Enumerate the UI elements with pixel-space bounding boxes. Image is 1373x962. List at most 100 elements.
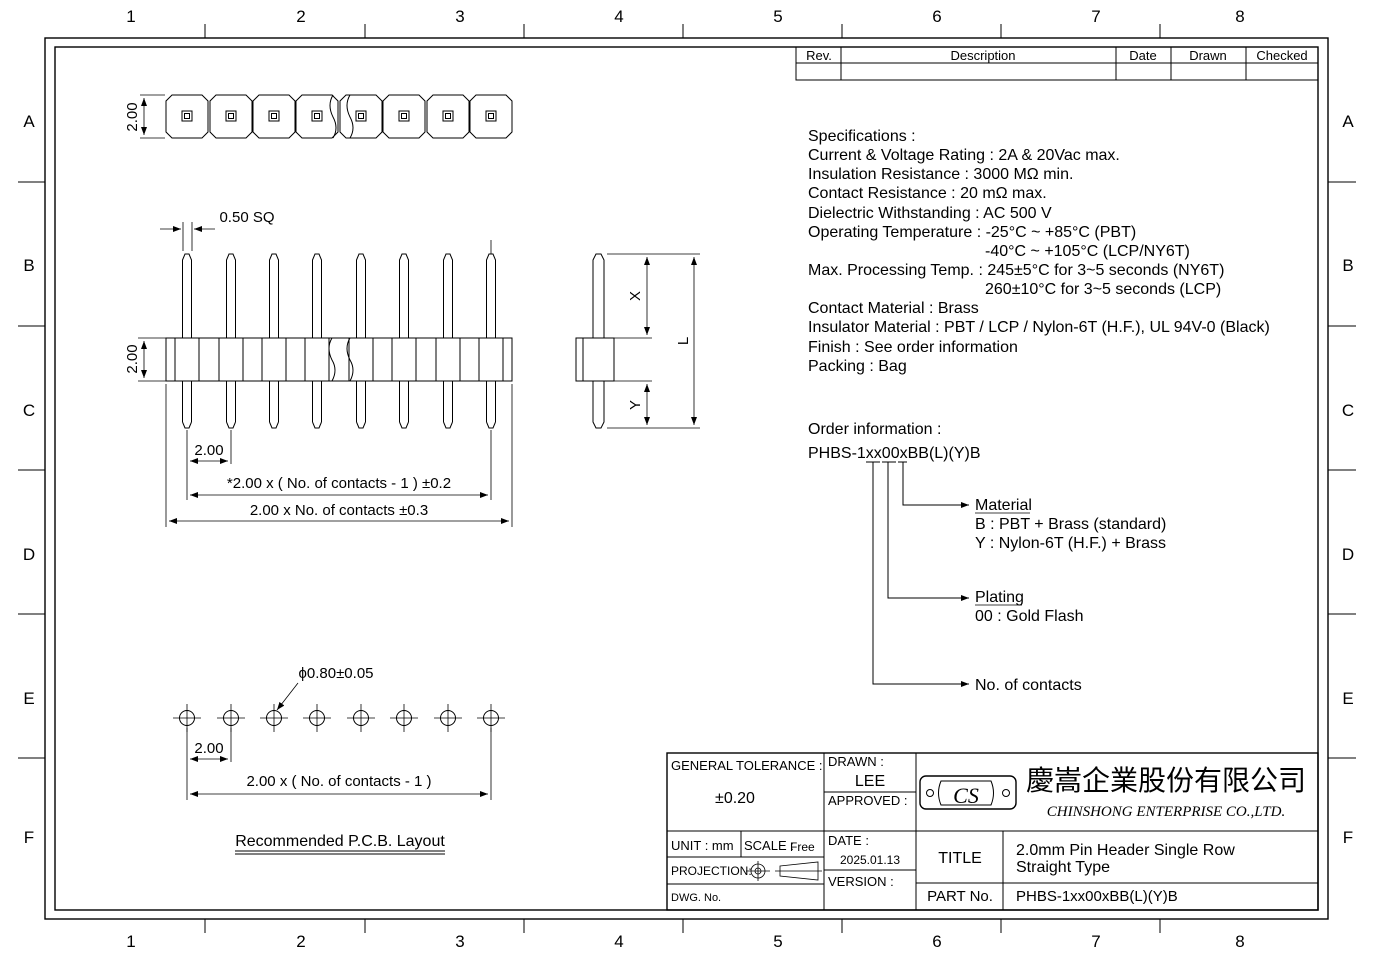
rev-header: Rev. [806,48,832,63]
plating-00: 00 : Gold Flash [975,608,1084,625]
zone-col-5: 5 [773,7,782,26]
drawn-value: LEE [855,773,885,790]
contacts-label: No. of contacts [975,677,1082,694]
side-view: X Y L [575,253,700,429]
zone-row-f-right: F [1343,828,1353,847]
front-pin [174,253,200,429]
top-view-cell [426,94,470,139]
top-view-cell [295,94,339,139]
zone-col-1-bottom: 1 [126,932,135,951]
pcb-hole [390,704,418,732]
material-b: B : PBT + Brass (standard) [975,516,1166,533]
zone-row-d-right: D [1342,545,1354,564]
general-tolerance-label: GENERAL TOLERANCE : [671,758,822,773]
version-label: VERSION : [828,874,894,889]
zone-row-d: D [23,545,35,564]
pcb-hole [477,704,505,732]
description-header: Description [950,48,1015,63]
front-pin [478,253,504,429]
spec-line: Current & Voltage Rating : 2A & 20Vac ma… [808,147,1120,164]
top-view-cell [209,94,253,139]
pcb-pitch-dim: 2.00 [194,740,223,757]
pcb-hole [260,704,288,732]
pcb-span-dim: 2.00 x ( No. of contacts - 1 ) [246,773,431,790]
spec-line: Insulator Material : PBT / LCP / Nylon-6… [808,319,1270,336]
drawn-header: Drawn [1189,48,1227,63]
front-pin [391,253,417,429]
top-view-cell [469,94,513,139]
spec-line: Finish : See order information [808,339,1018,356]
projection-label: PROJECTION: [671,864,752,878]
title-block: GENERAL TOLERANCE : ±0.20 DRAWN : LEE AP… [666,752,1319,911]
zone-col-8-bottom: 8 [1235,932,1244,951]
side-y-dim: Y [627,400,644,410]
part-no-value: PHBS-1xx00xBB(L)(Y)B [1016,888,1178,905]
pcb-hole [303,704,331,732]
front-pin [304,253,330,429]
dwg-label: DWG. No. [671,892,721,904]
spec-line: 260±10°C for 3~5 seconds (LCP) [985,281,1221,298]
zone-col-3-bottom: 3 [455,932,464,951]
side-l-dim: L [675,337,692,345]
front-pin [435,253,461,429]
order-information: Order information : PHBS-1xx00xBB(L)(Y)B… [808,421,1166,694]
zone-col-6-bottom: 6 [932,932,941,951]
zone-row-c: C [23,401,35,420]
pcb-layout: ϕ0.80±0.05 2.00 2.00 x ( No. of contacts… [173,665,505,855]
zone-col-2-bottom: 2 [296,932,305,951]
top-view-height-dim: 2.00 [124,102,141,131]
zone-col-4: 4 [614,7,623,26]
top-view: 2.00 [124,94,513,139]
zone-col-4-bottom: 4 [614,932,623,951]
unit-label: UNIT : mm [671,838,734,853]
zone-col-2: 2 [296,7,305,26]
front-pin [348,253,374,429]
general-tolerance-value: ±0.20 [715,790,755,807]
logo-text: CS [953,783,979,808]
front-pin [218,253,244,429]
company-name-chinese: 慶嵩企業股份有限公司 [1026,764,1306,797]
material-y: Y : Nylon-6T (H.F.) + Brass [975,535,1166,552]
checked-header: Checked [1256,48,1307,63]
hole-diameter-dim: ϕ0.80±0.05 [298,665,373,682]
front-view: 0.50 SQ 2.00 2.00 *2.00 x ( No. of conta… [124,209,513,527]
zone-row-e: E [23,689,34,708]
spec-line: -40°C ~ +105°C (LCP/NY6T) [985,243,1190,260]
drawn-label: DRAWN : [828,754,884,769]
approved-label: APPROVED : [828,793,907,808]
zone-col-8: 8 [1235,7,1244,26]
pcb-hole [217,704,245,732]
front-pin [261,253,287,429]
top-view-cell [252,94,296,139]
scale-value: Free [790,840,815,854]
zone-row-e-right: E [1342,689,1353,708]
zone-row-b: B [23,256,34,275]
top-view-cell [165,94,209,139]
pcb-hole [347,704,375,732]
spec-line: Packing : Bag [808,358,907,375]
zone-col-3: 3 [455,7,464,26]
pcb-hole [434,704,462,732]
zone-col-5-bottom: 5 [773,932,782,951]
zone-row-f: F [24,828,34,847]
spec-line: Contact Resistance : 20 mΩ max. [808,185,1047,202]
spec-line: Contact Material : Brass [808,300,979,317]
zone-col-7-bottom: 7 [1091,932,1100,951]
specifications: Specifications : Current & Voltage Ratin… [808,128,1270,375]
company-logo: CS [919,775,1017,810]
zone-row-b-right: B [1342,256,1353,275]
zone-row-a: A [23,112,35,131]
zone-row-c-right: C [1342,401,1354,420]
title-line-2: Straight Type [1016,859,1110,876]
top-view-cell [382,94,426,139]
plating-label: Plating [975,589,1024,606]
title-label: TITLE [938,850,982,867]
side-x-dim: X [627,291,644,301]
date-label: DATE : [828,833,869,848]
insulator-housing [165,337,513,382]
revision-table: Rev. Description Date Drawn Checked [795,46,1319,81]
spec-line: Max. Processing Temp. : 245±5°C for 3~5 … [808,262,1224,279]
zone-row-a-right: A [1342,112,1354,131]
insulator-height-dim: 2.00 [124,344,141,373]
